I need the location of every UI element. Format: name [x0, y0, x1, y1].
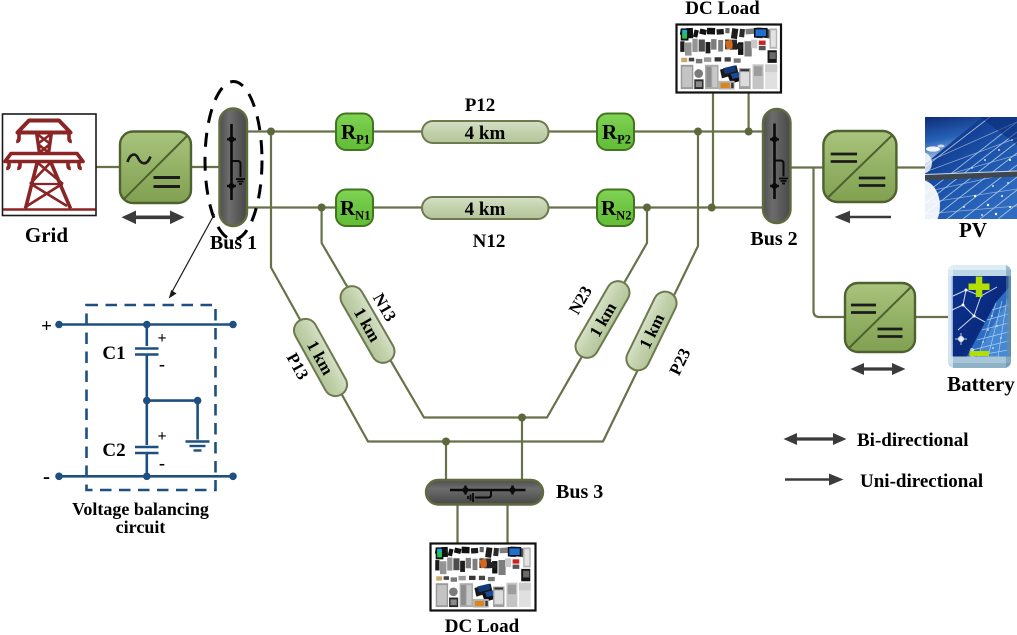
svg-text:Bus 3: Bus 3 — [556, 481, 603, 503]
svg-text:4 km: 4 km — [465, 199, 506, 220]
svg-text:circuit: circuit — [116, 517, 166, 537]
svg-text:Grid: Grid — [25, 223, 68, 247]
svg-text:DC Load: DC Load — [685, 0, 760, 19]
svg-text:N23: N23 — [565, 283, 596, 318]
svg-text:-: - — [159, 354, 165, 374]
svg-text:PV: PV — [959, 218, 987, 242]
svg-text:DC Load: DC Load — [445, 616, 520, 635]
svg-text:Bi-directional: Bi-directional — [857, 430, 969, 451]
svg-text:P12: P12 — [465, 95, 496, 116]
svg-text:Battery: Battery — [947, 372, 1015, 396]
svg-text:+: + — [41, 316, 52, 337]
svg-text:Uni-directional: Uni-directional — [860, 471, 983, 492]
svg-text:-: - — [43, 464, 50, 488]
svg-text:Bus 2: Bus 2 — [750, 228, 797, 250]
svg-text:+: + — [157, 428, 166, 445]
svg-text:C2: C2 — [102, 440, 125, 461]
svg-text:P23: P23 — [665, 345, 694, 378]
svg-text:-: - — [159, 453, 165, 473]
svg-text:4 km: 4 km — [465, 123, 506, 144]
svg-text:Voltage balancing: Voltage balancing — [72, 499, 209, 519]
svg-text:Bus 1: Bus 1 — [210, 232, 257, 254]
svg-text:N12: N12 — [473, 231, 506, 252]
svg-text:C1: C1 — [102, 343, 125, 364]
svg-text:+: + — [157, 330, 166, 347]
